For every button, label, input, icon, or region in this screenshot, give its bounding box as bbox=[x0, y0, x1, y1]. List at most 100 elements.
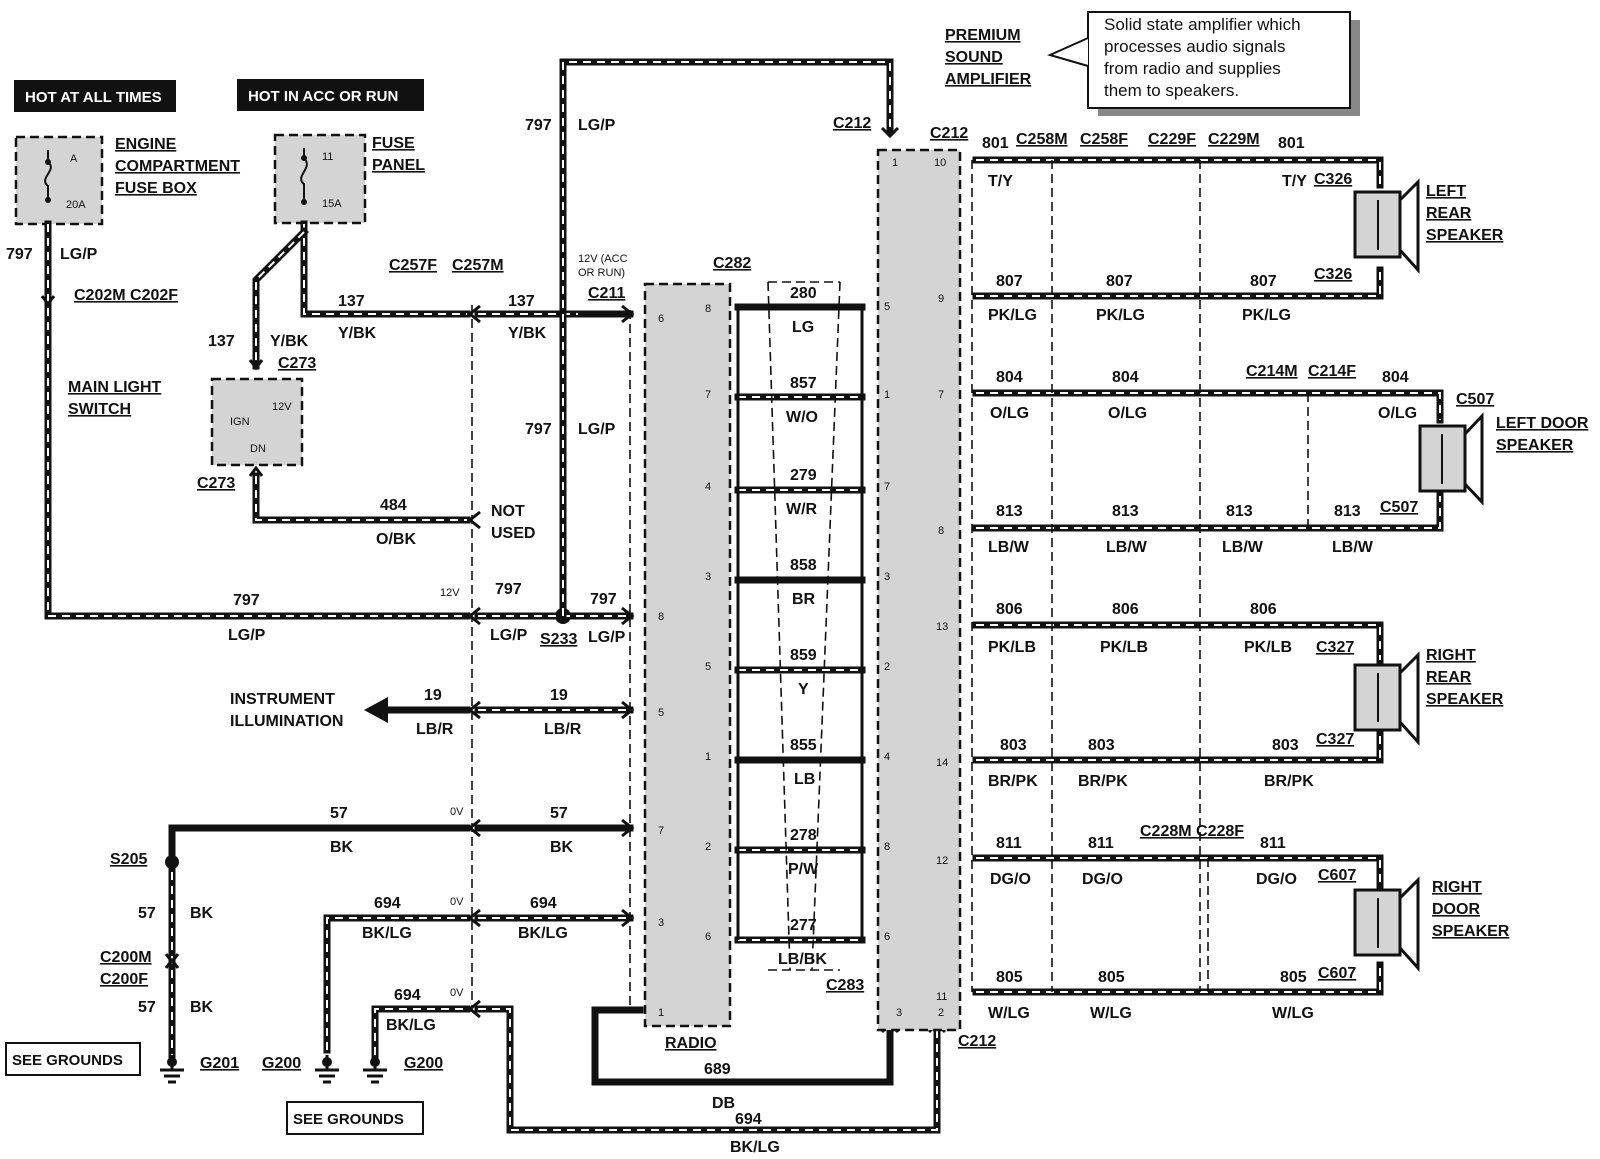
svg-text:OR RUN): OR RUN) bbox=[578, 267, 625, 279]
svg-text:803: 803 bbox=[1000, 737, 1027, 754]
svg-text:them to speakers.: them to speakers. bbox=[1104, 81, 1239, 100]
svg-text:8: 8 bbox=[938, 525, 944, 537]
svg-text:857: 857 bbox=[790, 375, 817, 392]
svg-text:7: 7 bbox=[705, 389, 711, 401]
svg-text:LB/W: LB/W bbox=[1332, 539, 1374, 556]
wires-left bbox=[44, 220, 471, 1059]
svg-text:FUSE BOX: FUSE BOX bbox=[115, 180, 197, 197]
svg-text:C607: C607 bbox=[1318, 965, 1356, 982]
svg-text:8: 8 bbox=[658, 611, 664, 623]
svg-text:2: 2 bbox=[884, 661, 890, 673]
svg-text:1: 1 bbox=[658, 1007, 664, 1019]
svg-text:P/W: P/W bbox=[788, 861, 819, 878]
svg-text:DN: DN bbox=[250, 443, 266, 455]
svg-text:484: 484 bbox=[380, 497, 407, 514]
svg-text:SPEAKER: SPEAKER bbox=[1432, 923, 1510, 940]
svg-text:801: 801 bbox=[1278, 135, 1305, 152]
svg-text:12V: 12V bbox=[272, 401, 292, 413]
svg-text:11: 11 bbox=[936, 991, 947, 1003]
svg-text:C327: C327 bbox=[1316, 731, 1354, 748]
svg-text:811: 811 bbox=[1088, 835, 1114, 852]
svg-text:859: 859 bbox=[790, 647, 817, 664]
svg-text:C258M: C258M bbox=[1016, 131, 1068, 148]
amp-pins-right: 10 9 7 8 13 14 12 11 2 bbox=[934, 157, 948, 1019]
svg-text:694: 694 bbox=[374, 895, 401, 912]
svg-text:LB/W: LB/W bbox=[1222, 539, 1264, 556]
svg-text:BR/PK: BR/PK bbox=[1264, 773, 1314, 790]
svg-text:FUSE: FUSE bbox=[372, 135, 415, 152]
svg-text:57: 57 bbox=[138, 905, 156, 922]
svg-text:SEE GROUNDS: SEE GROUNDS bbox=[12, 1052, 123, 1069]
svg-text:137: 137 bbox=[208, 333, 235, 350]
svg-text:19: 19 bbox=[424, 687, 442, 704]
svg-text:DG/O: DG/O bbox=[1082, 871, 1123, 888]
svg-text:BK/LG: BK/LG bbox=[386, 1017, 436, 1034]
svg-text:PK/LB: PK/LB bbox=[1100, 639, 1148, 656]
speaker-right-rear bbox=[1353, 651, 1420, 746]
svg-text:C258F: C258F bbox=[1080, 131, 1128, 148]
svg-text:278: 278 bbox=[790, 827, 817, 844]
svg-text:IGN: IGN bbox=[230, 416, 250, 428]
svg-text:5: 5 bbox=[884, 301, 890, 313]
svg-text:ENGINE: ENGINE bbox=[115, 136, 177, 153]
svg-text:807: 807 bbox=[996, 273, 1023, 290]
svg-text:PK/LG: PK/LG bbox=[1096, 307, 1145, 324]
svg-text:1: 1 bbox=[892, 157, 898, 169]
svg-text:805: 805 bbox=[996, 969, 1023, 986]
svg-text:T/Y: T/Y bbox=[988, 173, 1013, 190]
radio-unit: RADIO bbox=[643, 282, 732, 1052]
svg-text:C211: C211 bbox=[588, 285, 625, 302]
svg-text:W/LG: W/LG bbox=[1272, 1005, 1314, 1022]
svg-text:RADIO: RADIO bbox=[665, 1035, 717, 1052]
svg-text:805: 805 bbox=[1098, 969, 1125, 986]
svg-text:1: 1 bbox=[884, 389, 890, 401]
svg-text:LG: LG bbox=[792, 319, 814, 336]
svg-text:C212: C212 bbox=[833, 115, 871, 132]
svg-text:3: 3 bbox=[896, 1007, 902, 1019]
svg-text:12V: 12V bbox=[440, 587, 460, 599]
see-grounds-boxes: SEE GROUNDS SEE GROUNDS bbox=[5, 1042, 424, 1135]
svg-text:11: 11 bbox=[322, 151, 333, 163]
svg-text:C229F: C229F bbox=[1148, 131, 1196, 148]
ground-g200-a bbox=[315, 1055, 339, 1084]
svg-text:USED: USED bbox=[491, 525, 535, 542]
svg-text:BR: BR bbox=[792, 591, 816, 608]
svg-text:C200M: C200M bbox=[100, 949, 152, 966]
amplifier-title: PREMIUM SOUND AMPLIFIER bbox=[945, 27, 1032, 88]
svg-text:LEFT: LEFT bbox=[1426, 183, 1466, 200]
fuse-panel: 11 15A FUSE PANEL bbox=[273, 133, 425, 225]
svg-text:9: 9 bbox=[938, 293, 944, 305]
svg-text:C507: C507 bbox=[1456, 391, 1494, 408]
svg-text:HOT IN ACC OR RUN: HOT IN ACC OR RUN bbox=[248, 88, 398, 105]
svg-text:4: 4 bbox=[705, 481, 711, 493]
svg-text:LG/P: LG/P bbox=[228, 627, 266, 644]
svg-text:SEE GROUNDS: SEE GROUNDS bbox=[293, 1111, 404, 1128]
svg-text:694: 694 bbox=[394, 987, 421, 1004]
svg-text:813: 813 bbox=[996, 503, 1023, 520]
svg-text:C257M: C257M bbox=[452, 257, 504, 274]
svg-text:Solid state amplifier which: Solid state amplifier which bbox=[1104, 15, 1301, 34]
svg-text:0V: 0V bbox=[450, 806, 464, 818]
banner-hot-in-acc-or-run: HOT IN ACC OR RUN bbox=[237, 79, 424, 111]
svg-text:PREMIUM: PREMIUM bbox=[945, 27, 1021, 44]
svg-text:8: 8 bbox=[705, 303, 711, 315]
svg-text:811: 811 bbox=[1260, 835, 1286, 852]
svg-text:HOT AT ALL TIMES: HOT AT ALL TIMES bbox=[25, 89, 162, 106]
svg-text:PK/LG: PK/LG bbox=[1242, 307, 1291, 324]
svg-text:855: 855 bbox=[790, 737, 817, 754]
svg-text:LG/P: LG/P bbox=[490, 627, 528, 644]
svg-text:797: 797 bbox=[525, 421, 552, 438]
wires-right bbox=[971, 156, 1444, 996]
svg-text:W/LG: W/LG bbox=[988, 1005, 1030, 1022]
svg-text:Y/BK: Y/BK bbox=[508, 325, 547, 342]
svg-text:AMPLIFIER: AMPLIFIER bbox=[945, 71, 1032, 88]
svg-text:3: 3 bbox=[658, 917, 664, 929]
speaker-left-rear bbox=[1353, 178, 1420, 274]
svg-text:BK/LG: BK/LG bbox=[730, 1139, 780, 1156]
svg-text:REAR: REAR bbox=[1426, 669, 1472, 686]
svg-text:797: 797 bbox=[525, 117, 552, 134]
svg-text:T/Y: T/Y bbox=[1282, 173, 1307, 190]
svg-text:LB/BK: LB/BK bbox=[778, 951, 827, 968]
amp-pins-left: 1 5 1 7 3 2 4 8 6 3 bbox=[884, 157, 902, 1019]
svg-text:807: 807 bbox=[1250, 273, 1277, 290]
